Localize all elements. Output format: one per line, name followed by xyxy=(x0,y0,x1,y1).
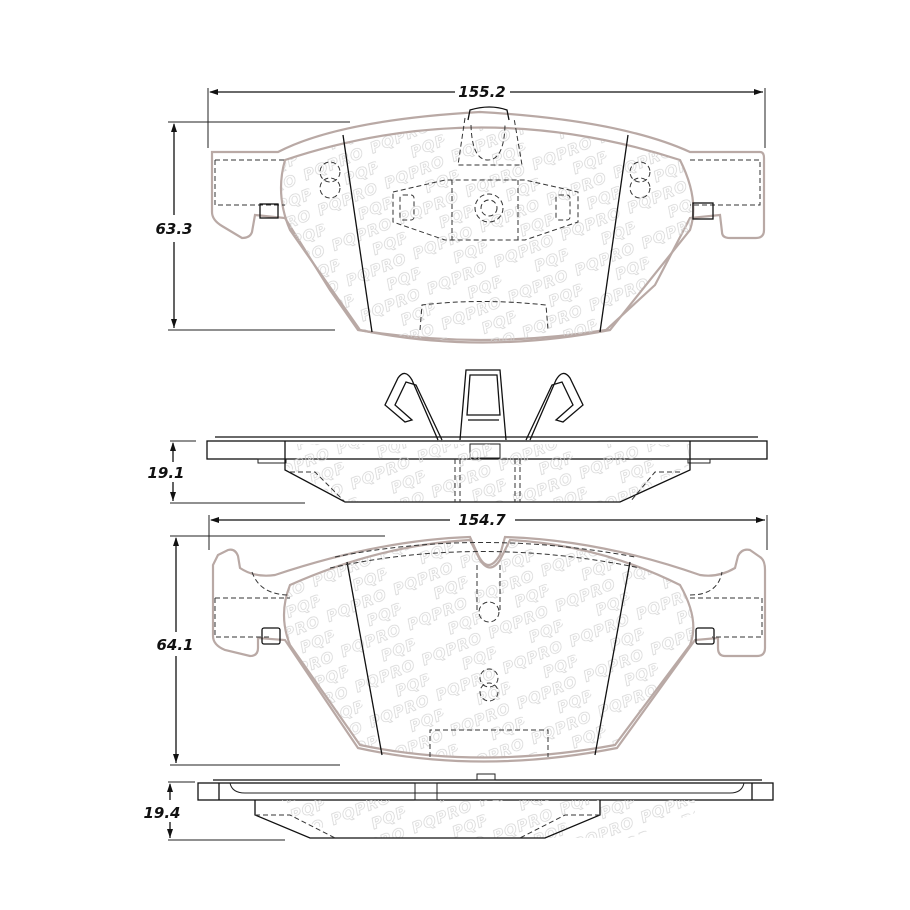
wear-sensor-left xyxy=(259,203,279,219)
top-pad-side-view: 19.1 xyxy=(147,436,768,504)
top-pad-width-label: 155.2 xyxy=(458,83,505,101)
bottom-pad-thickness-label: 19.4 xyxy=(143,804,180,822)
top-backing-plate xyxy=(210,110,766,342)
bottom-pad-side-view: 19.4 xyxy=(143,773,774,841)
bottom-pad-height-label: 64.1 xyxy=(156,636,193,654)
wear-sensor-right xyxy=(692,202,714,220)
spring-clip xyxy=(384,369,584,441)
bottom-pad-front-view: 154.7 64.1 xyxy=(156,511,768,766)
wear-sensor-right-bottom xyxy=(695,627,715,645)
bottom-pad-width-label: 154.7 xyxy=(458,511,506,529)
width-dimension-top: 155.2 xyxy=(207,83,766,148)
width-dimension-bottom: 154.7 xyxy=(208,511,768,550)
top-pad-thickness-label: 19.1 xyxy=(147,464,184,482)
height-dimension-top: 63.3 xyxy=(155,121,350,331)
top-pad-front-view: 155.2 63.3 xyxy=(155,83,766,344)
wear-sensor-left-bottom xyxy=(261,627,281,645)
top-pad-height-label: 63.3 xyxy=(155,220,192,238)
bottom-friction-material xyxy=(282,538,695,759)
bottom-backing-plate xyxy=(211,535,767,763)
top-friction-material xyxy=(279,126,695,344)
height-dimension-bottom: 64.1 xyxy=(156,535,385,766)
